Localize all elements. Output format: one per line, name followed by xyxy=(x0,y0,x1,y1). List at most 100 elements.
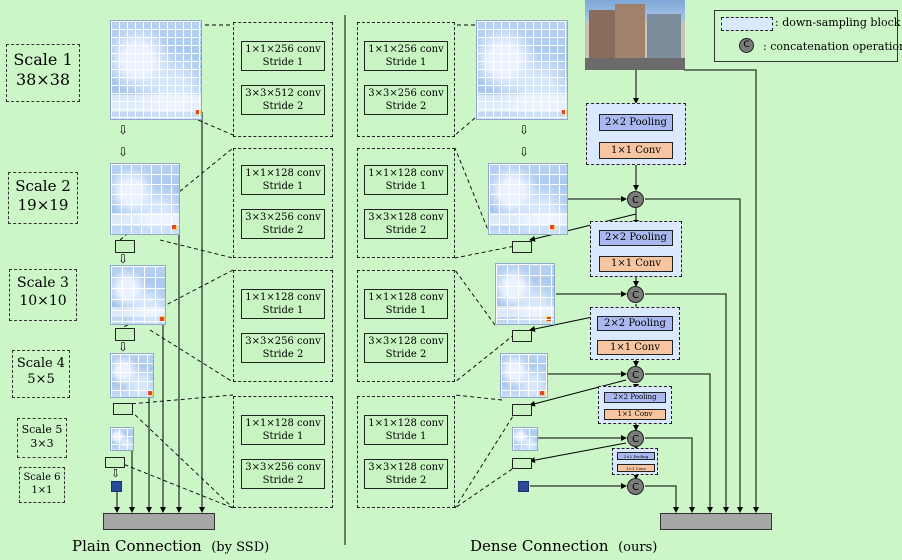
feature-map-5 xyxy=(110,353,154,398)
conv-block xyxy=(105,457,125,468)
pooling-layer: 2×2 Pooling xyxy=(604,392,666,403)
dense-caption: Dense Connection (ours) xyxy=(470,537,657,555)
feature-map-10 xyxy=(495,263,555,325)
conv-stride: Stride 1 xyxy=(385,181,427,192)
conv-op-label: 3×3×128 conv xyxy=(368,462,444,473)
conv-1x1-layer: 1×1 Conv xyxy=(617,464,655,472)
conv-block xyxy=(113,403,133,415)
caption-note: (ours) xyxy=(618,540,658,555)
conv-stride: Stride 1 xyxy=(262,431,304,442)
scale-3-label: Scale 3 10×10 xyxy=(9,269,77,321)
conv-stride: Stride 2 xyxy=(262,225,304,236)
conv-stride: Stride 1 xyxy=(385,305,427,316)
scale-name: Scale 6 xyxy=(23,472,61,483)
conv-1x1-layer: 1×1 Conv xyxy=(597,340,673,355)
conv-stride: Stride 1 xyxy=(262,181,304,192)
conv-stride: Stride 1 xyxy=(262,57,304,68)
dense-output-bar xyxy=(660,513,772,530)
conv-stride: Stride 2 xyxy=(385,225,427,236)
concat-node: C xyxy=(627,366,644,383)
feature-map-10 xyxy=(110,265,166,325)
hollow-arrow-icon: ⇩ xyxy=(118,123,129,137)
scale-size: 38×38 xyxy=(15,70,71,89)
feature-map-38 xyxy=(110,20,202,120)
hollow-arrow-icon: ⇩ xyxy=(519,145,530,159)
scale-name: Scale 3 xyxy=(17,275,69,291)
downsampling-block: 2×2 Pooling 1×1 Conv xyxy=(598,386,672,424)
feature-map-5 xyxy=(500,353,548,398)
downsampling-block: 2×2 Pooling 1×1 Conv xyxy=(590,221,682,277)
conv-stride: Stride 1 xyxy=(385,431,427,442)
pooling-layer: 2×2 Pooling xyxy=(599,114,673,131)
feature-map-3 xyxy=(512,427,538,451)
conv-op-label: 3×3×256 conv xyxy=(245,336,321,347)
scale-size: 3×3 xyxy=(30,436,54,450)
conv-op-label: 1×1×128 conv xyxy=(368,168,444,179)
pooling-layer: 2×2 Pooling xyxy=(617,452,655,460)
conv-op-label: 1×1×256 conv xyxy=(368,44,444,55)
pooling-layer: 2×2 Pooling xyxy=(597,316,673,331)
feature-map-3 xyxy=(110,427,134,451)
conv-stride: Stride 2 xyxy=(385,101,427,112)
conv-op-label: 1×1×128 conv xyxy=(245,168,321,179)
feature-map-19 xyxy=(110,163,180,235)
scale-size: 19×19 xyxy=(17,195,69,214)
downsampling-block: 2×2 Pooling 1×1 Conv xyxy=(590,307,680,360)
conv-1x1-layer: 1×1 Conv xyxy=(599,142,673,159)
conv-block xyxy=(115,240,135,253)
conv-stride: Stride 2 xyxy=(262,349,304,360)
scale-name: Scale 4 xyxy=(16,356,66,371)
hollow-arrow-icon: ⇩ xyxy=(111,467,121,480)
scale-1-label: Scale 1 38×38 xyxy=(6,44,80,102)
conv-op-label: 1×1×128 conv xyxy=(368,292,444,303)
hollow-arrow-icon: ⇩ xyxy=(519,123,530,137)
scale-name: Scale 2 xyxy=(15,177,71,195)
scale-name: Scale 1 xyxy=(13,50,73,69)
feature-map-1 xyxy=(111,481,122,492)
concat-node: C xyxy=(627,191,644,208)
conv-op-label: 3×3×256 conv xyxy=(245,462,321,473)
hollow-arrow-icon: ⇩ xyxy=(118,145,129,159)
conv-stride: Stride 1 xyxy=(385,57,427,68)
caption-note: (by SSD) xyxy=(211,540,270,555)
scale-4-label: Scale 4 5×5 xyxy=(12,350,70,398)
conv-op-label: 1×1×128 conv xyxy=(245,418,321,429)
feature-map-1 xyxy=(518,481,529,492)
plain-output-bar xyxy=(103,513,215,530)
scale-2-label: Scale 2 19×19 xyxy=(8,172,78,224)
plain-caption: Plain Connection (by SSD) xyxy=(72,537,269,555)
conv-block xyxy=(512,330,532,342)
legend-block-swatch xyxy=(721,17,773,31)
concat-node: C xyxy=(627,478,644,495)
conv-stride: Stride 2 xyxy=(385,475,427,486)
feature-map-38 xyxy=(476,20,568,120)
downsampling-block: 2×2 Pooling 1×1 Conv xyxy=(586,103,686,165)
legend-block-label: : down-sampling block xyxy=(775,16,901,29)
scale-size: 5×5 xyxy=(27,372,55,388)
conv-op-label: 1×1×256 conv xyxy=(245,44,321,55)
legend: : down-sampling block C : concatenation … xyxy=(714,10,902,62)
scale-6-label: Scale 6 1×1 xyxy=(19,467,65,503)
legend-concat-label: : concatenation operation xyxy=(763,40,902,53)
hollow-arrow-icon: ⇩ xyxy=(118,340,129,354)
conv-op-label: 1×1×128 conv xyxy=(368,418,444,429)
caption-title: Plain Connection xyxy=(72,537,202,555)
conv-stride: Stride 1 xyxy=(262,305,304,316)
legend-concat-symbol: C xyxy=(739,38,754,53)
